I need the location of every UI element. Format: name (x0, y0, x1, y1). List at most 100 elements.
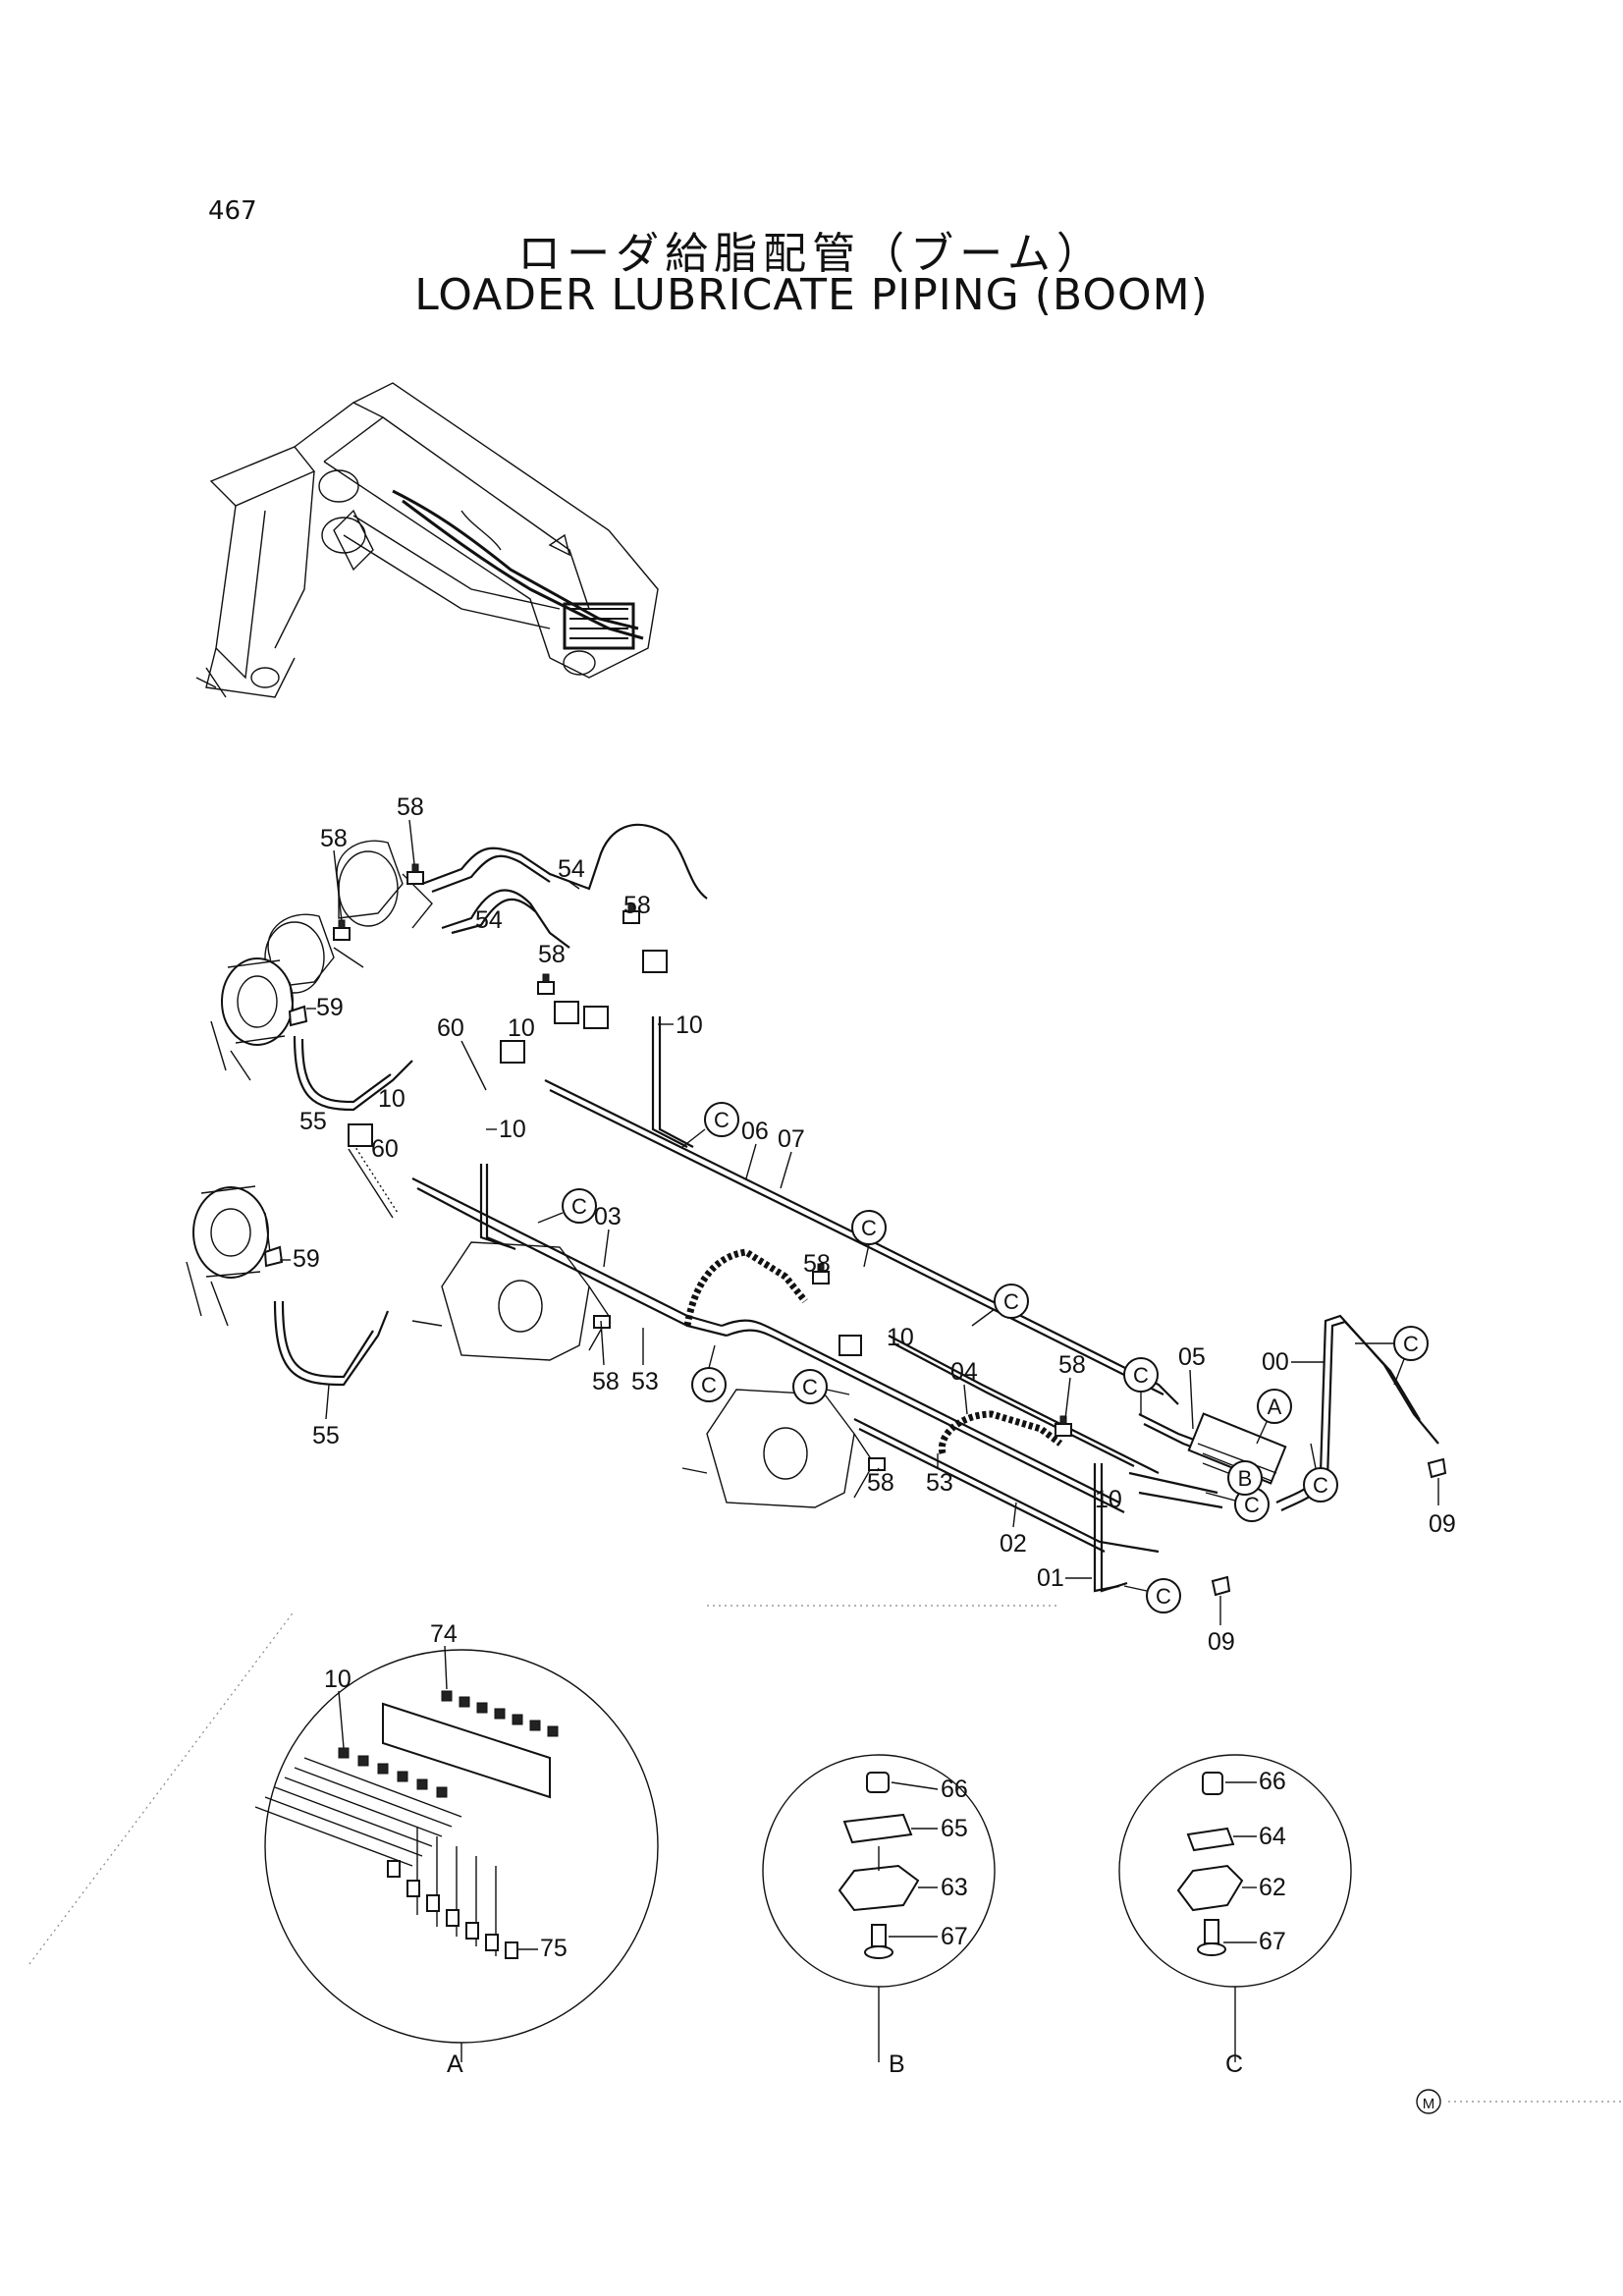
callout-75: 75 (540, 1935, 568, 1962)
clamp-cap (1202, 1772, 1223, 1795)
callout-66: 66 (941, 1776, 968, 1803)
clamp-c-marker: C (1205, 1487, 1270, 1522)
callout-55: 55 (299, 1108, 327, 1135)
callout-07: 07 (778, 1125, 805, 1153)
callout-58: 58 (867, 1469, 894, 1497)
pipe-end (1427, 1457, 1447, 1479)
plug (387, 1860, 401, 1878)
callout-66: 66 (1259, 1768, 1286, 1795)
callout-06: 06 (741, 1118, 769, 1145)
plug (406, 1880, 420, 1897)
callout-02: 02 (1000, 1530, 1027, 1558)
callout-59: 59 (293, 1245, 320, 1273)
svg-text:C: C (1313, 1473, 1328, 1498)
callout-53: 53 (631, 1368, 659, 1395)
grease-nipple (333, 919, 351, 941)
plug (505, 1941, 518, 1959)
corner-mark: M (1416, 2089, 1441, 2114)
callout-01: 01 (1037, 1564, 1064, 1592)
callout-09: 09 (1208, 1628, 1235, 1656)
fittings (263, 863, 1447, 1597)
callout-62: 62 (1259, 1874, 1286, 1901)
callout-10: 10 (1095, 1486, 1122, 1513)
callout-09: 09 (1429, 1510, 1456, 1538)
connector-block (554, 1001, 579, 1024)
nipple-row (338, 1690, 559, 1798)
grease-nipple (622, 902, 640, 924)
callout-64: 64 (1259, 1823, 1286, 1850)
grease-nipple (812, 1263, 830, 1285)
detail-b-label: B (889, 2050, 905, 2078)
detail-a: A 74 10 75 (254, 1620, 659, 2078)
svg-text:B: B (1238, 1466, 1253, 1491)
callout-54: 54 (475, 906, 503, 934)
callout-10: 10 (324, 1666, 352, 1693)
callout-10: 10 (508, 1014, 535, 1042)
callout-58: 58 (803, 1250, 831, 1278)
clamp-c-marker: C (851, 1210, 887, 1268)
callout-58: 58 (320, 825, 348, 852)
page-number: 467 (208, 196, 257, 226)
clamp-body (1176, 1864, 1244, 1912)
callout-04: 04 (950, 1358, 978, 1386)
distribution-manifold (1187, 1412, 1287, 1485)
clamp-body (838, 1864, 920, 1912)
connector-block (500, 1040, 525, 1064)
grease-nipple (1055, 1415, 1072, 1437)
grease-nipple (406, 863, 424, 885)
clamp-c-marker: C (537, 1188, 597, 1224)
callout-58: 58 (397, 793, 424, 821)
svg-text:C: C (1403, 1332, 1419, 1356)
callout-60: 60 (371, 1135, 399, 1163)
clamp-plate (1186, 1827, 1235, 1852)
detail-b: B 66 65 63 67 (762, 1754, 996, 2078)
detail-c-label: C (1225, 2050, 1243, 2078)
title-japanese: ローダ給脂配管（ブーム） (517, 229, 1106, 279)
callout-60: 60 (437, 1014, 464, 1042)
clamp-c-marker: C (1303, 1443, 1338, 1503)
callout-63: 63 (941, 1874, 968, 1901)
callout-53: 53 (926, 1469, 953, 1497)
callout-59: 59 (316, 994, 344, 1021)
elbow-fitting (263, 1245, 284, 1268)
clamp-bolt (1204, 1919, 1219, 1944)
plug (465, 1922, 479, 1940)
callout-00: 00 (1262, 1348, 1289, 1376)
callout-05: 05 (1178, 1343, 1206, 1371)
connector-block (839, 1335, 862, 1356)
pipe-end (1211, 1575, 1231, 1597)
pin-bosses (186, 840, 433, 1327)
svg-text:A: A (1268, 1394, 1282, 1419)
callout-10: 10 (676, 1011, 703, 1039)
callout-58: 58 (538, 941, 566, 968)
clamp-c-marker: C (792, 1369, 850, 1404)
callout-10: 10 (499, 1116, 526, 1143)
svg-text:C: C (861, 1216, 877, 1240)
callout-58: 58 (592, 1368, 620, 1395)
svg-text:C: C (1244, 1493, 1260, 1517)
svg-text:C: C (701, 1373, 717, 1397)
callout-numbers: 58 58 54 58 54 58 59 60 10 10 10 10 55 6… (280, 793, 1456, 1656)
svg-text:C: C (1156, 1584, 1171, 1609)
callout-55: 55 (312, 1422, 340, 1449)
clamp-markers: C C C C C C C C C C C A B (537, 1102, 1429, 1613)
bolt-head (864, 1945, 893, 1959)
clamp-c-marker: C (1355, 1326, 1429, 1386)
manifold-block (382, 1702, 551, 1799)
boom-overview-illustration (195, 382, 659, 698)
callout-10: 10 (887, 1324, 914, 1351)
plug (426, 1894, 440, 1912)
clamp-c-marker: C (681, 1102, 739, 1148)
detail-a-label: A (447, 2050, 463, 2078)
callout-74: 74 (430, 1620, 458, 1648)
clamp-c-marker: C (691, 1344, 727, 1402)
elbow-fitting (288, 1005, 308, 1027)
clamp-b-marker: B (1202, 1460, 1263, 1496)
clamp-c-marker: C (1123, 1357, 1159, 1414)
svg-text:C: C (571, 1194, 587, 1219)
clamp-cap (866, 1772, 890, 1793)
clamp-c-marker: C (1123, 1578, 1181, 1613)
callout-03: 03 (594, 1203, 622, 1230)
callout-58: 58 (1058, 1351, 1086, 1379)
